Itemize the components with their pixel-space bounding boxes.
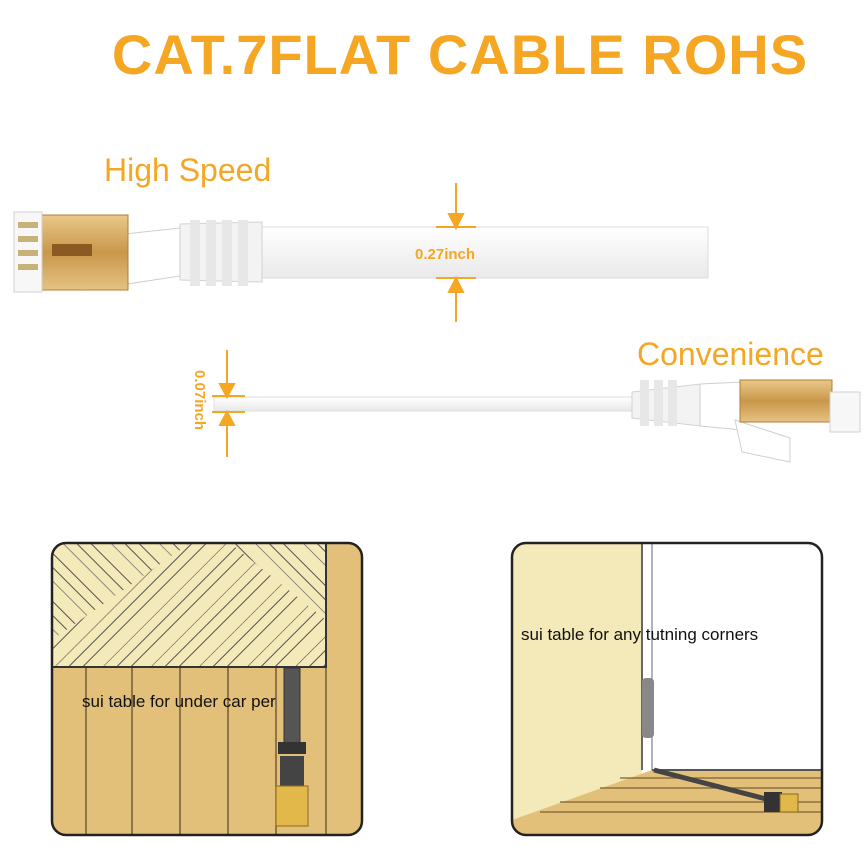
flat-cable-top — [13, 211, 709, 293]
corner-caption: sui table for any tutning corners — [521, 625, 759, 644]
carpet-caption: sui table for under car per — [82, 692, 276, 711]
dimension-label-bottom: 0.07inch — [191, 370, 208, 431]
under-carpet-illustration — [50, 541, 364, 837]
dimension-marker-bottom — [212, 350, 245, 457]
flat-cable-bottom — [213, 379, 861, 463]
dimension-label-top: 0.27inch — [415, 246, 476, 263]
feature-convenience: Convenience — [637, 336, 824, 372]
page-title: CAT.7FLAT CABLE ROHS — [111, 23, 809, 86]
corner-illustration — [510, 541, 824, 837]
feature-high-speed: High Speed — [104, 152, 272, 188]
dimension-marker-top — [436, 183, 476, 322]
